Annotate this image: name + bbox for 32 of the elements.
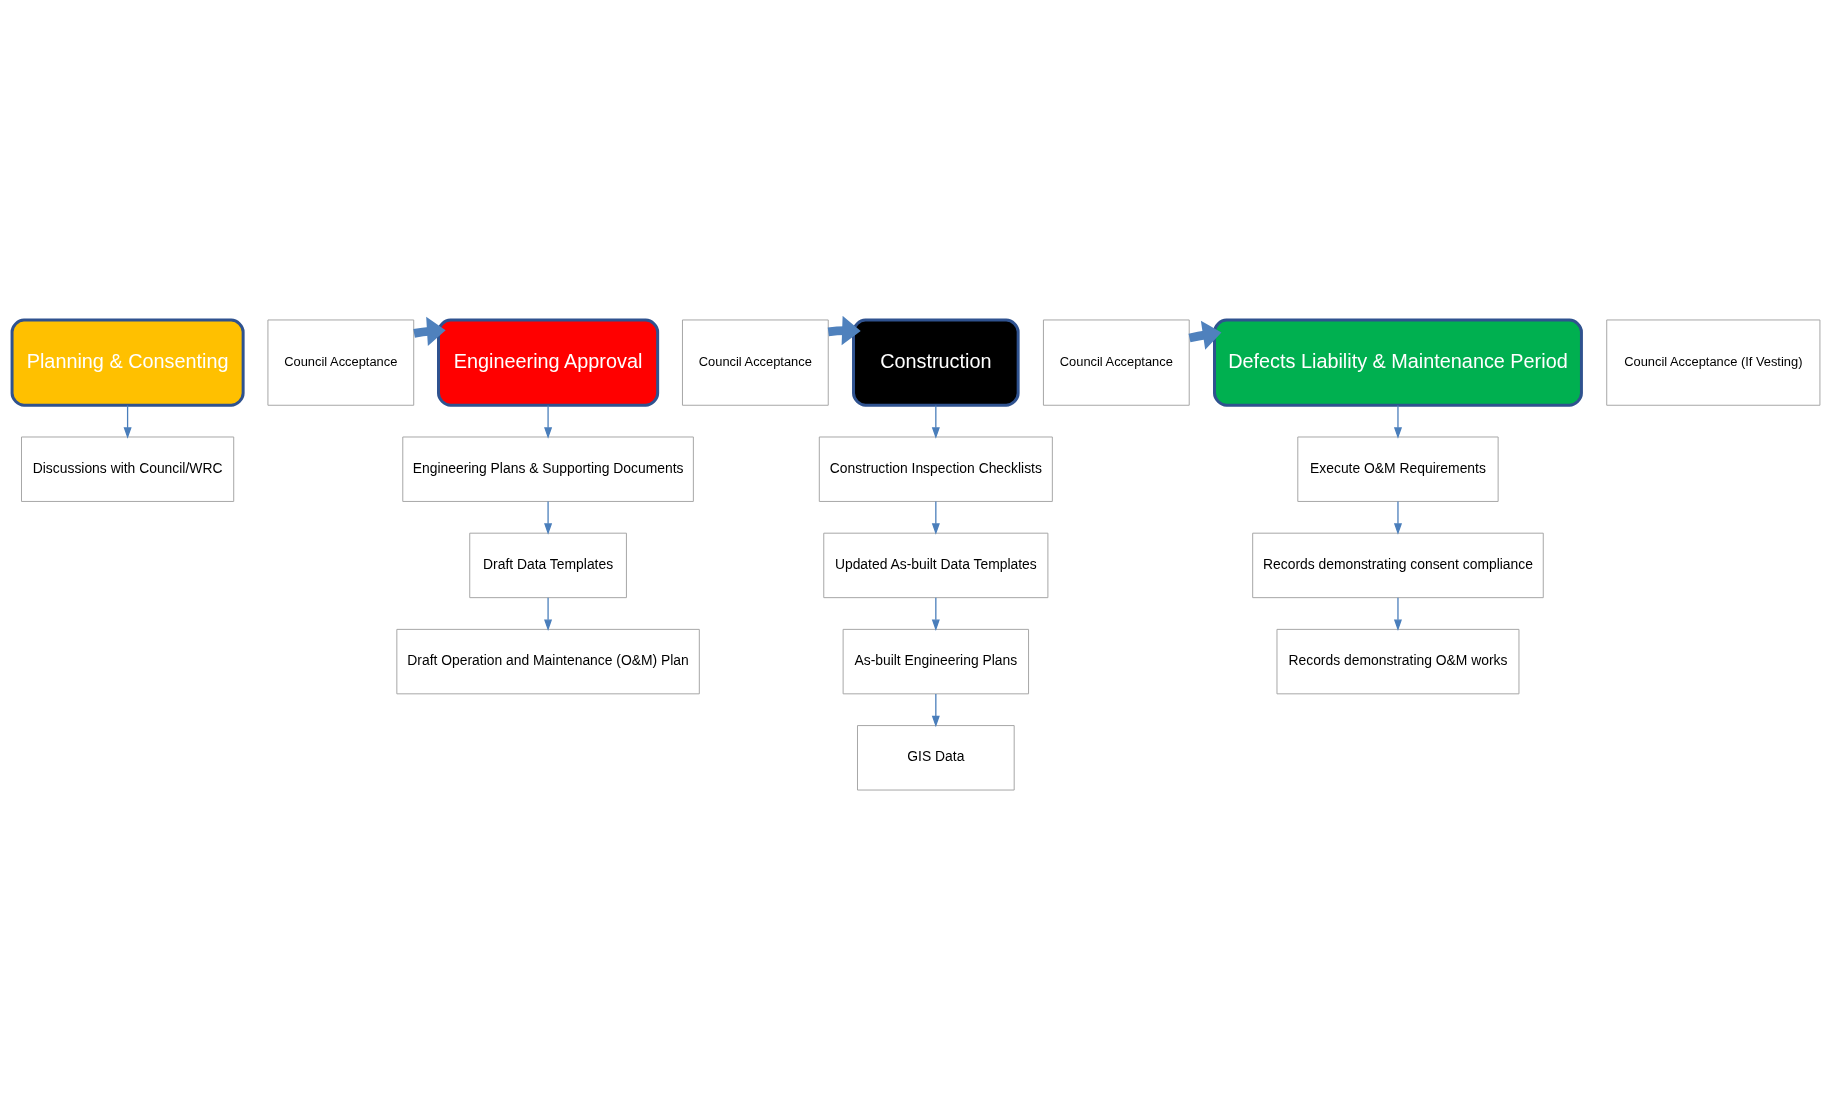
arrow [1393, 500, 1402, 535]
arrow [931, 500, 940, 535]
node-box: Council Acceptance (If Vesting) [1606, 319, 1821, 406]
arrow [1188, 320, 1222, 350]
node-box: Updated As-built Data Templates [823, 532, 1049, 599]
arrow [544, 597, 553, 631]
node-box: Council Acceptance [1042, 319, 1190, 406]
node-box: Council Acceptance [267, 319, 415, 406]
arrow [123, 404, 132, 439]
node-box: As-built Engineering Plans [842, 628, 1030, 695]
node-box: Engineering Plans & Supporting Documents [402, 436, 694, 502]
arrow [1393, 597, 1402, 631]
node-box: Construction Inspection Checklists [818, 436, 1053, 502]
node-box: Discussions with Council/WRC [21, 436, 235, 502]
arrow [931, 693, 940, 728]
arrow [827, 316, 861, 346]
node-box: Execute O&M Requirements [1297, 436, 1499, 502]
node-box: Council Acceptance [681, 319, 829, 406]
node-box: Engineering Approval [437, 318, 660, 407]
arrow [544, 404, 553, 439]
arrow [931, 597, 940, 631]
node-box: GIS Data [857, 725, 1015, 791]
arrow [931, 404, 940, 439]
node-box: Records demonstrating consent compliance [1252, 532, 1544, 599]
arrow [544, 500, 553, 535]
node-box: Construction [852, 318, 1020, 407]
node-box: Draft Data Templates [469, 532, 627, 599]
node-box: Records demonstrating O&M works [1276, 628, 1520, 695]
arrow [1393, 404, 1402, 439]
node-box: Draft Operation and Maintenance (O&M) Plan [396, 628, 700, 695]
node-box: Defects Liability & Maintenance Period [1213, 318, 1583, 407]
node-box: Planning & Consenting [10, 318, 245, 407]
